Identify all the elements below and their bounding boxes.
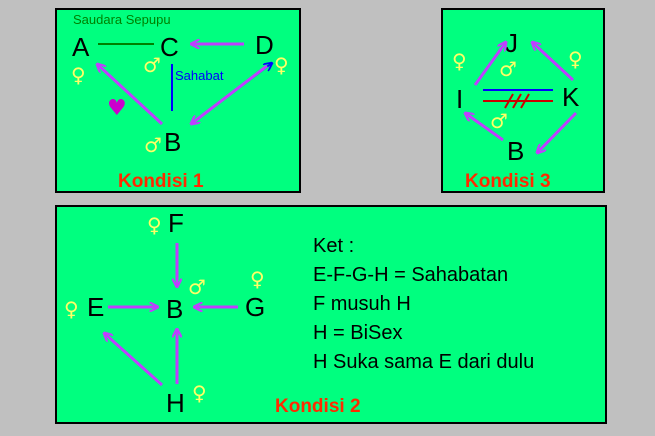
node-g: G [245,292,265,322]
arrow-d-to-b [191,64,268,124]
node-c: C [160,32,179,62]
node-i: I [456,84,463,114]
male-symbol-j: ♂ [499,57,517,81]
panel-kondisi-2 [55,205,607,424]
arrow-b-to-a [97,64,164,126]
arrow-k-to-b [537,111,578,153]
male-symbol-c: ♂ [143,53,161,77]
female-symbol-k: ♀ [568,47,583,71]
male-symbol-b-k2: ♂ [188,275,206,299]
arrow-k-to-j [532,42,575,82]
caption-kondisi-1: Kondisi 1 [118,171,204,192]
arrow-h-to-e [104,333,164,387]
node-h: H [166,388,185,418]
label-saudara-sepupu: Saudara Sepupu [73,12,171,27]
male-symbol-b-k1: ♂ [144,133,162,157]
node-d: D [255,30,274,60]
node-k: K [562,82,580,112]
cut-marks [504,93,530,109]
legend: Ket : E-F-G-H = Sahabatan F musuh H H = … [313,235,534,373]
arrow-i-to-j [473,42,506,86]
female-symbol-g: ♀ [250,267,265,291]
female-symbol-f: ♀ [147,213,162,237]
female-symbol-e: ♀ [64,297,79,321]
legend-line-2: E-F-G-H = Sahabatan [313,264,508,286]
female-symbol-h: ♀ [192,381,207,405]
node-j: J [505,28,518,58]
node-b-k3: B [507,136,524,166]
node-f: F [168,208,184,238]
node-a: A [72,32,90,62]
panel-kondisi-1 [55,8,301,193]
male-symbol-b-k3: ♂ [490,109,508,133]
label-sahabat: Sahabat [175,68,224,83]
female-symbol-d: ♀ [274,53,289,77]
caption-kondisi-3: Kondisi 3 [465,171,551,192]
arrow-b-to-i [465,113,504,142]
female-symbol-i: ♀ [452,49,467,73]
heart-icon: ♥ [107,96,127,121]
legend-line-4: H = BiSex [313,322,402,344]
legend-line-1: Ket : [313,235,354,257]
caption-kondisi-2: Kondisi 2 [275,396,361,417]
node-e: E [87,292,104,322]
node-b-k1: B [164,127,181,157]
legend-line-5: H Suka sama E dari dulu [313,351,534,373]
legend-line-3: F musuh H [313,293,411,315]
node-b-k2: B [166,294,183,324]
female-symbol-a: ♀ [71,63,86,87]
